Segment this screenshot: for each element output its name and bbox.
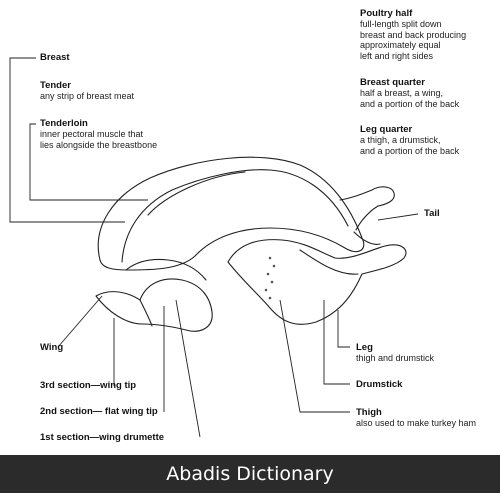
- tender-label: Tender any strip of breast meat: [40, 80, 134, 102]
- thigh-desc: also used to make turkey ham: [356, 418, 477, 428]
- footer-banner: Abadis Dictionary: [0, 455, 500, 493]
- thigh-title: Thigh: [356, 407, 382, 418]
- leg-title: Leg: [356, 342, 373, 353]
- leg-thigh-outline: [227, 239, 407, 325]
- poultry-half-label: Poultry half full-length split down brea…: [360, 8, 466, 61]
- poultry-half-desc-4: left and right sides: [360, 50, 434, 61]
- wing-tip-label: 3rd section—wing tip: [40, 380, 136, 391]
- flat-wing-tip-label: 2nd section— flat wing tip: [40, 406, 158, 417]
- drumette-leader: [175, 299, 201, 438]
- wing-drumette-title: 1st section—wing drumette: [40, 432, 165, 443]
- drumstick-label: Drumstick: [356, 379, 402, 390]
- breastbone-line: [121, 169, 349, 263]
- tenderloin-label: Tenderloin inner pectoral muscle that li…: [40, 118, 157, 150]
- poultry-illustration: [9, 57, 419, 438]
- leg-quarter-desc-1: a thigh, a drumstick,: [360, 135, 441, 145]
- drumstick-leader: [323, 300, 350, 385]
- thigh-leader: [279, 299, 350, 413]
- poultry-half-desc-1: full-length split down: [360, 19, 442, 29]
- leg-quarter-label: Leg quarter a thigh, a drumstick, and a …: [360, 124, 459, 156]
- leg-desc: thigh and drumstick: [356, 353, 435, 363]
- flat-wing-tip-title: 2nd section— flat wing tip: [40, 406, 158, 417]
- tail-stub: [353, 231, 381, 245]
- tenderloin-desc-1: inner pectoral muscle that: [40, 129, 144, 139]
- breast-label: Breast: [40, 52, 70, 63]
- leg-label: Leg thigh and drumstick: [356, 342, 434, 364]
- tail-bone: [339, 186, 395, 231]
- tender-desc: any strip of breast meat: [40, 91, 135, 101]
- leg-leader: [337, 310, 350, 348]
- wing-outline: [95, 278, 213, 332]
- leg-quarter-title: Leg quarter: [360, 124, 413, 135]
- tail-title: Tail: [424, 208, 440, 219]
- poultry-half-title: Poultry half: [360, 8, 413, 19]
- drumstick-title: Drumstick: [356, 379, 403, 390]
- tail-label: Tail: [424, 208, 440, 219]
- drumstick-line: [299, 249, 359, 275]
- tender-title: Tender: [40, 80, 71, 91]
- wing-tip-title: 3rd section—wing tip: [40, 380, 137, 391]
- breast-leader: [9, 57, 125, 223]
- wing-drumette-label: 1st section—wing drumette: [40, 432, 164, 443]
- thigh-label: Thigh also used to make turkey ham: [356, 407, 476, 429]
- wing-title: Wing: [40, 342, 64, 353]
- wing-upper: [125, 258, 207, 281]
- wing-joint-line: [139, 299, 153, 327]
- diagram-stage: Breast Tender any strip of breast meat T…: [9, 8, 476, 443]
- tenderloin-leader: [29, 123, 148, 201]
- tenderloin-title: Tenderloin: [40, 118, 88, 129]
- breast-quarter-desc-2: and a portion of the back: [360, 98, 460, 109]
- tenderloin-line: [147, 171, 246, 216]
- footer-text: Abadis Dictionary: [166, 463, 334, 485]
- bird-breast-outline: [97, 156, 365, 271]
- leg-quarter-desc-2: and a portion of the back: [360, 145, 460, 156]
- tail-leader: [377, 213, 419, 221]
- wing-label: Wing: [40, 342, 63, 353]
- breast-title: Breast: [40, 52, 70, 63]
- breast-quarter-label: Breast quarter half a breast, a wing, an…: [360, 77, 459, 109]
- poultry-half-desc-2: breast and back producing: [360, 29, 467, 40]
- breast-quarter-desc-1: half a breast, a wing,: [360, 88, 444, 98]
- breast-quarter-title: Breast quarter: [360, 77, 425, 88]
- poultry-half-desc-3: approximately equal: [360, 40, 441, 50]
- tenderloin-desc-2: lies alongside the breastbone: [40, 139, 158, 150]
- wing-leader: [57, 295, 103, 348]
